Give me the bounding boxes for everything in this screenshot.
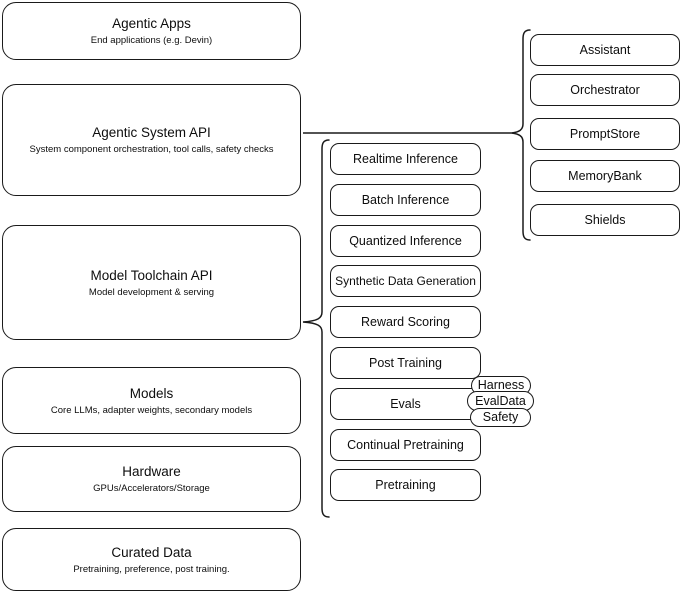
layer-subtitle: Model development & serving xyxy=(88,286,215,298)
component-post-training[interactable]: Post Training xyxy=(330,347,481,379)
component-label: Quantized Inference xyxy=(349,233,462,248)
component-label: MemoryBank xyxy=(568,168,642,183)
component-continual-pretraining[interactable]: Continual Pretraining xyxy=(330,429,481,461)
safety-pill[interactable]: Safety xyxy=(470,408,531,427)
component-label: Assistant xyxy=(579,42,631,57)
layer-curated-data[interactable]: Curated Data Pretraining, preference, po… xyxy=(2,528,301,591)
component-promptstore[interactable]: PromptStore xyxy=(530,118,680,150)
layer-subtitle: Pretraining, preference, post training. xyxy=(73,563,230,575)
component-quantized-inference[interactable]: Quantized Inference xyxy=(330,225,481,257)
layer-title: Agentic Apps xyxy=(112,16,191,31)
layer-title: Hardware xyxy=(122,464,181,479)
layer-title: Agentic System API xyxy=(92,125,211,140)
component-label: Post Training xyxy=(369,355,442,370)
component-label: Evals xyxy=(390,396,421,411)
component-label: Synthetic Data Generation xyxy=(335,273,476,288)
layer-model-toolchain-api[interactable]: Model Toolchain API Model development & … xyxy=(2,225,301,340)
component-batch-inference[interactable]: Batch Inference xyxy=(330,184,481,216)
component-reward-scoring[interactable]: Reward Scoring xyxy=(330,306,481,338)
layer-agentic-system-api[interactable]: Agentic System API System component orch… xyxy=(2,84,301,196)
layer-subtitle: End applications (e.g. Devin) xyxy=(90,35,213,46)
component-evals[interactable]: Evals xyxy=(330,388,481,420)
component-realtime-inference[interactable]: Realtime Inference xyxy=(330,143,481,175)
layer-title: Models xyxy=(129,385,174,401)
layer-title: Model Toolchain API xyxy=(90,267,213,283)
component-label: Continual Pretraining xyxy=(347,437,464,452)
layer-subtitle: GPUs/Accelerators/Storage xyxy=(93,483,210,494)
component-shields[interactable]: Shields xyxy=(530,204,680,236)
component-assistant[interactable]: Assistant xyxy=(530,34,680,66)
component-label: Reward Scoring xyxy=(361,314,450,329)
component-label: Shields xyxy=(584,212,626,227)
layer-title: Curated Data xyxy=(111,544,192,560)
component-pretraining[interactable]: Pretraining xyxy=(330,469,481,501)
layer-subtitle: System component orchestration, tool cal… xyxy=(29,144,274,155)
layer-hardware[interactable]: Hardware GPUs/Accelerators/Storage xyxy=(2,446,301,512)
component-orchestrator[interactable]: Orchestrator xyxy=(530,74,680,106)
layer-subtitle: Core LLMs, adapter weights, secondary mo… xyxy=(50,404,253,416)
component-label: Batch Inference xyxy=(361,192,450,207)
component-memorybank[interactable]: MemoryBank xyxy=(530,160,680,192)
component-label: Pretraining xyxy=(375,477,436,492)
component-label: Orchestrator xyxy=(570,82,640,97)
component-synthetic-data-generation[interactable]: Synthetic Data Generation xyxy=(330,265,481,297)
layer-models[interactable]: Models Core LLMs, adapter weights, secon… xyxy=(2,367,301,434)
layer-agentic-apps[interactable]: Agentic Apps End applications (e.g. Devi… xyxy=(2,2,301,60)
component-label: Realtime Inference xyxy=(353,151,458,166)
component-label: PromptStore xyxy=(569,126,641,141)
